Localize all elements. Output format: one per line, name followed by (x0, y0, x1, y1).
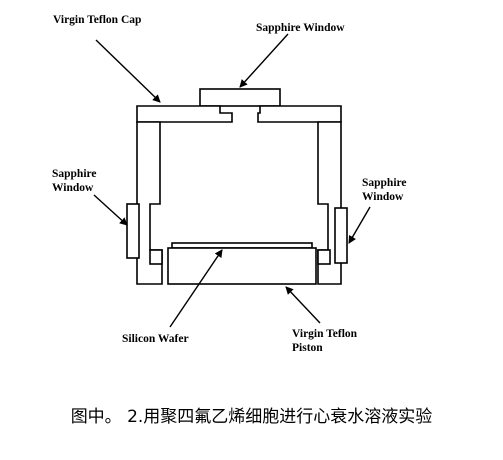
cap-top-left (136, 105, 233, 123)
top-sapphire-window (199, 88, 281, 107)
right-inner-step (317, 249, 331, 265)
left-sapphire-window (126, 203, 140, 259)
arrow-wafer (169, 249, 223, 328)
label-top-window: Sapphire Window (256, 22, 345, 34)
arrow-right-window (348, 206, 371, 244)
arrow-piston (285, 286, 321, 324)
teflon-piston (167, 247, 317, 285)
label-left-window-2: Window (52, 182, 94, 194)
figure-caption: 图中。 2.用聚四氟乙烯细胞进行心衰水溶液实验 (70, 407, 433, 427)
left-inner-step (149, 249, 163, 265)
label-right-window-1: Sapphire (362, 177, 407, 189)
label-piston-2: Piston (292, 342, 323, 354)
label-left-window-1: Sapphire (52, 168, 97, 180)
arrow-left-window (93, 194, 128, 226)
label-right-window-2: Window (362, 191, 404, 203)
label-piston-1: Virgin Teflon (292, 328, 358, 340)
cap-top-right (257, 105, 342, 123)
right-sapphire-window (334, 207, 348, 264)
arrow-cap (95, 39, 161, 103)
label-cap: Virgin Teflon Cap (53, 14, 141, 26)
label-wafer: Silicon Wafer (122, 333, 189, 345)
arrow-top-window (239, 33, 289, 88)
